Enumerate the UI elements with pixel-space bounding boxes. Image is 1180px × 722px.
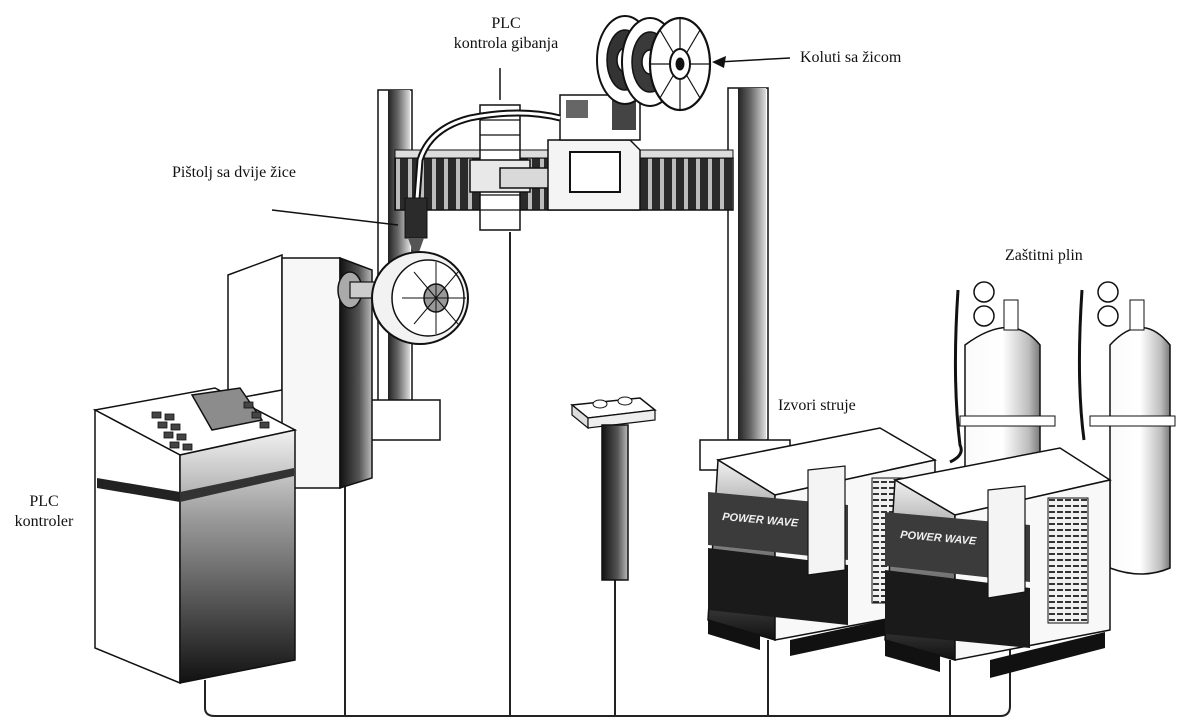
workpiece-positioner (227, 253, 391, 490)
wire-feeder (547, 94, 641, 211)
power-source-2 (884, 447, 1112, 678)
control-pendant (570, 396, 657, 581)
plc-motion-control-label-line2: kontrola gibanja (453, 35, 559, 52)
leader-lines (271, 57, 791, 226)
plc-motion-control-label: PLC kontrola gibanja (436, 14, 576, 54)
plc-controller-cabinet (92, 387, 298, 685)
torch-label: Pištolj sa dvije žice (172, 164, 296, 181)
plc-motion-control-label-line1: PLC (491, 15, 521, 32)
torch-leader-line (271, 209, 399, 226)
plc-controller-label: PLC kontroler (4, 492, 84, 532)
plc-controller-label-line2: kontroler (14, 513, 74, 530)
wire-reels (596, 15, 712, 112)
wire-reel-3 (648, 16, 712, 112)
power-sources-label: Izvori struje (778, 397, 856, 414)
gas-cylinder-2 (1077, 281, 1176, 575)
reels-arrow-head (712, 56, 726, 68)
reels-leader-line (717, 57, 791, 63)
shield-gas-label: Zaštitni plin (1005, 247, 1083, 264)
wheel-workpiece (371, 251, 469, 345)
wire-reels-label: Koluti sa žicom (800, 49, 902, 66)
plc-controller-label-line1: PLC (29, 493, 59, 510)
right-column (699, 87, 791, 471)
torch-hose (411, 109, 561, 226)
